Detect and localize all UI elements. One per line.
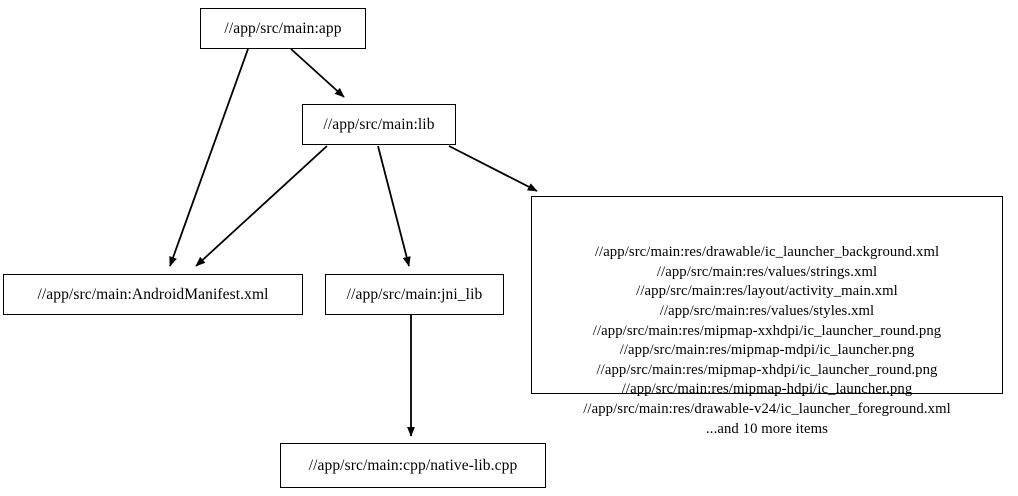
graph-node-native-lib-cpp-label: //app/src/main:cpp/native-lib.cpp	[308, 456, 518, 474]
graph-node-lib-label: //app/src/main:lib	[323, 115, 435, 133]
graph-node-res-bundle[interactable]: //app/src/main:res/drawable/ic_launcher_…	[531, 196, 1003, 437]
graph-node-res-bundle-label: //app/src/main:res/drawable/ic_launcher_…	[583, 244, 951, 437]
graph-node-native-lib-cpp[interactable]: //app/src/main:cpp/native-lib.cpp	[280, 443, 546, 488]
graph-node-jni-lib[interactable]: //app/src/main:jni_lib	[325, 274, 504, 315]
graph-node-lib[interactable]: //app/src/main:lib	[302, 104, 456, 145]
edge-app-to-lib	[290, 48, 345, 98]
graph-node-app-label: //app/src/main:app	[224, 19, 342, 37]
edge-lib-to-manifest	[195, 145, 328, 267]
graph-node-android-manifest[interactable]: //app/src/main:AndroidManifest.xml	[3, 274, 303, 315]
edge-app-to-manifest	[169, 48, 249, 267]
edge-lib-to-jni-lib	[377, 145, 411, 267]
edge-lib-to-res-bundle	[448, 145, 538, 192]
graph-node-jni-lib-label: //app/src/main:jni_lib	[346, 285, 483, 303]
graph-node-app[interactable]: //app/src/main:app	[200, 8, 366, 49]
graph-node-android-manifest-label: //app/src/main:AndroidManifest.xml	[37, 285, 269, 303]
